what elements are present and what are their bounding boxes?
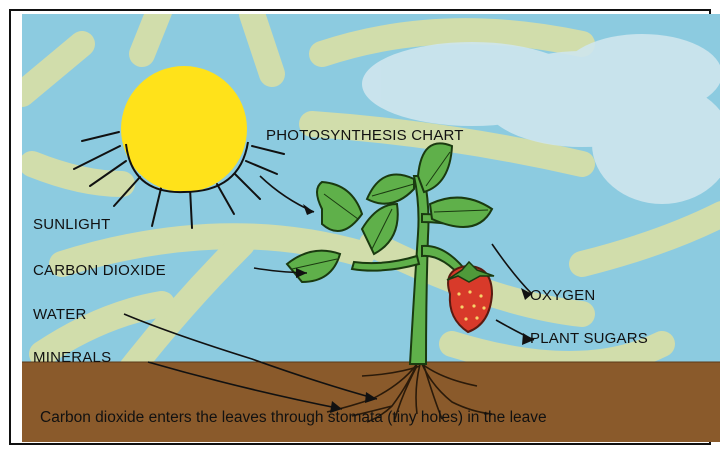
label-sunlight: SUNLIGHT xyxy=(33,216,110,233)
soil xyxy=(22,362,720,442)
label-minerals: MINERALS xyxy=(33,349,111,366)
label-oxygen: OXYGEN xyxy=(530,287,595,304)
diagram-title: PHOTOSYNTHESIS CHART xyxy=(266,127,464,144)
sun xyxy=(121,66,247,192)
label-carbon-dioxide: CARBON DIOXIDE xyxy=(33,262,166,279)
diagram-caption: Carbon dioxide enters the leaves through… xyxy=(40,409,547,427)
scene-illustration xyxy=(22,14,720,442)
photosynthesis-scene: PHOTOSYNTHESIS CHART SUNLIGHT CARBON DIO… xyxy=(22,14,720,442)
label-water: WATER xyxy=(33,306,87,323)
label-plant-sugars: PLANT SUGARS xyxy=(530,330,648,347)
